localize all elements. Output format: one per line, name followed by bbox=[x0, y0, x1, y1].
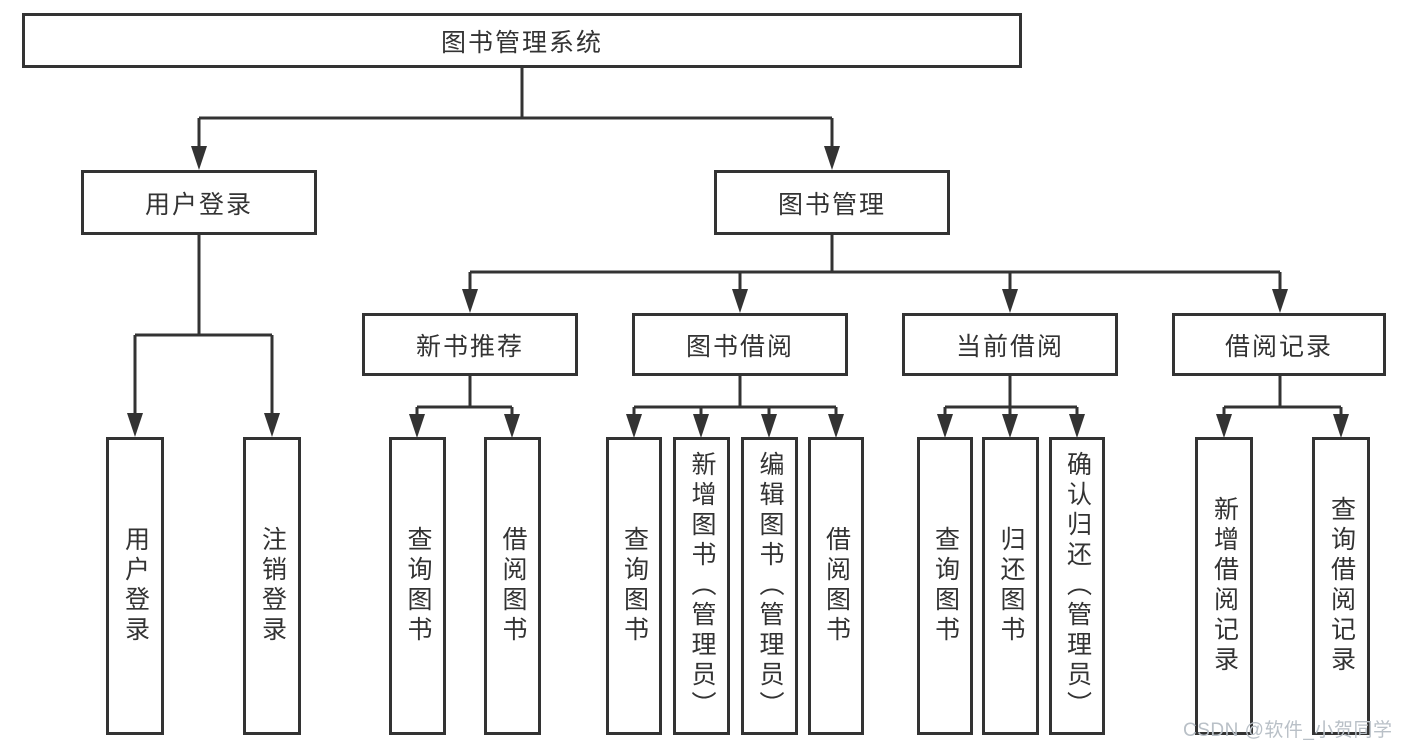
arrowhead-down-icon bbox=[824, 146, 840, 170]
leaf-label: 新增图书（管理员） bbox=[688, 451, 716, 721]
leaf-add-borrow-record: 新增借阅记录 bbox=[1195, 437, 1253, 735]
leaf-confirm-return-admin: 确认归还（管理员） bbox=[1049, 437, 1105, 735]
arrowhead-down-icon bbox=[761, 414, 777, 438]
connector-book-borrow-to-leaves bbox=[632, 376, 838, 416]
arrowhead-down-icon bbox=[462, 289, 478, 313]
connector-new-book-recommend-to-leaves bbox=[415, 376, 514, 416]
node-new-book-recommend: 新书推荐 bbox=[362, 313, 578, 376]
leaf-label: 查询图书 bbox=[620, 526, 649, 646]
node-current-borrow: 当前借阅 bbox=[902, 313, 1118, 376]
leaf-label: 查询图书 bbox=[404, 526, 432, 646]
leaf-borrow-books: 借阅图书 bbox=[808, 437, 864, 735]
node-borrow-record: 借阅记录 bbox=[1172, 313, 1386, 376]
connector-root-to-level2 bbox=[197, 68, 834, 148]
node-book-management: 图书管理 bbox=[714, 170, 950, 235]
arrowhead-down-icon bbox=[1002, 414, 1018, 438]
arrowhead-down-icon bbox=[504, 414, 520, 438]
leaf-return-books: 归还图书 bbox=[982, 437, 1039, 735]
leaf-label: 确认归还（管理员） bbox=[1063, 451, 1092, 721]
arrowhead-down-icon bbox=[1272, 289, 1288, 313]
arrowhead-down-icon bbox=[409, 414, 425, 438]
arrowhead-down-icon bbox=[828, 414, 844, 438]
connector-borrow-record-to-leaves bbox=[1222, 376, 1343, 416]
arrowhead-down-icon bbox=[1002, 289, 1018, 313]
arrowhead-down-icon bbox=[191, 146, 207, 170]
node-user-login: 用户登录 bbox=[81, 170, 317, 235]
arrowhead-down-icon bbox=[264, 413, 280, 437]
leaf-label: 查询借阅记录 bbox=[1327, 496, 1356, 676]
leaf-label: 新增借阅记录 bbox=[1210, 496, 1239, 676]
connector-book-management-to-level3 bbox=[468, 235, 1282, 291]
connector-current-borrow-to-leaves bbox=[943, 376, 1079, 416]
leaf-borrow-books: 借阅图书 bbox=[484, 437, 541, 735]
node-library-management-system: 图书管理系统 bbox=[22, 13, 1022, 68]
leaf-label: 归还图书 bbox=[997, 526, 1025, 646]
arrowhead-down-icon bbox=[626, 414, 642, 438]
leaf-label: 编辑图书（管理员） bbox=[756, 451, 784, 721]
leaf-edit-books-admin: 编辑图书（管理员） bbox=[741, 437, 798, 735]
node-book-borrow: 图书借阅 bbox=[632, 313, 848, 376]
leaf-query-books: 查询图书 bbox=[389, 437, 446, 735]
leaf-label: 查询图书 bbox=[931, 526, 960, 646]
arrowhead-down-icon bbox=[1333, 414, 1349, 438]
leaf-user-login: 用户登录 bbox=[106, 437, 164, 735]
arrowheads bbox=[127, 146, 1349, 438]
leaf-label: 借阅图书 bbox=[822, 526, 851, 646]
connector-user-login-to-leaves bbox=[133, 235, 274, 415]
arrowhead-down-icon bbox=[937, 414, 953, 438]
arrowhead-down-icon bbox=[693, 414, 709, 438]
leaf-label: 用户登录 bbox=[121, 526, 150, 646]
leaf-label: 借阅图书 bbox=[499, 526, 527, 646]
leaf-label: 注销登录 bbox=[258, 526, 287, 646]
leaf-add-books-admin: 新增图书（管理员） bbox=[673, 437, 730, 735]
arrowhead-down-icon bbox=[1069, 414, 1085, 438]
leaf-query-books: 查询图书 bbox=[917, 437, 973, 735]
leaf-logout: 注销登录 bbox=[243, 437, 301, 735]
leaf-query-borrow-record: 查询借阅记录 bbox=[1312, 437, 1370, 735]
arrowhead-down-icon bbox=[732, 289, 748, 313]
arrowhead-down-icon bbox=[1216, 414, 1232, 438]
arrowhead-down-icon bbox=[127, 413, 143, 437]
leaf-query-books: 查询图书 bbox=[606, 437, 662, 735]
csdn-watermark: CSDN @软件_小贺同学 bbox=[1183, 720, 1393, 741]
